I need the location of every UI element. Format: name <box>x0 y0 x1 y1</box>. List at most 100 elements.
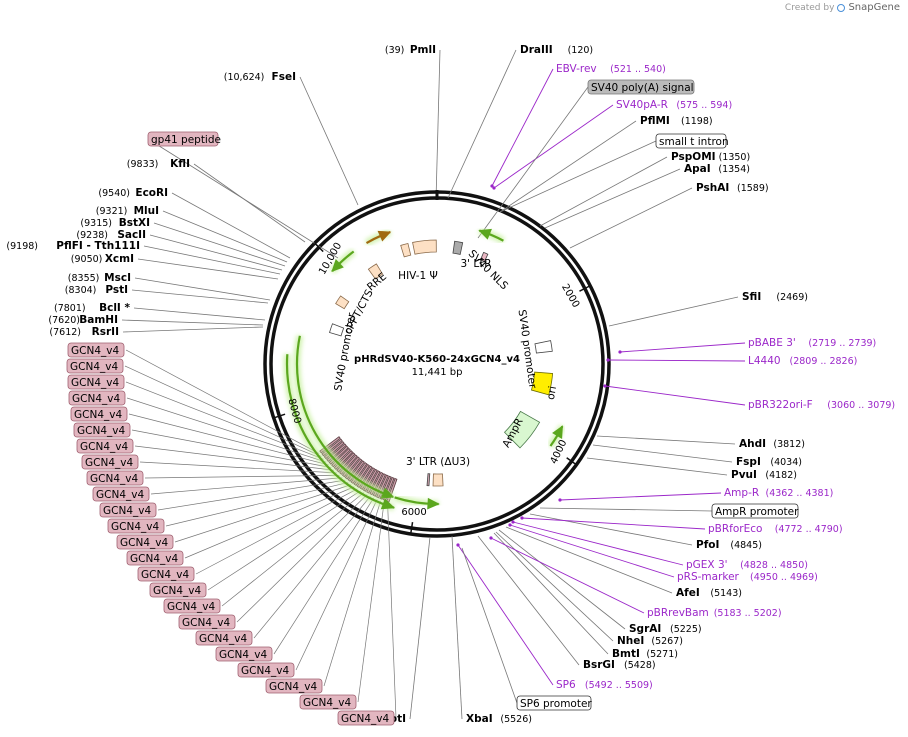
site-leader-line <box>451 535 463 720</box>
gcn4-leader-line <box>150 477 343 495</box>
gcn4-leader-line <box>207 490 361 591</box>
gcn4-feature-box <box>215 646 273 662</box>
gcn4-feature-label: GCN4_v4 <box>71 345 119 357</box>
site-name-label: PflFI - Tth111I <box>56 240 140 252</box>
primer-name-label: pBABE 3' <box>748 337 796 349</box>
primer-name-label: Amp-R <box>724 487 759 499</box>
site-name-label: MluI <box>134 205 159 217</box>
site-name-label: KflI <box>170 158 190 170</box>
gcn4-feature-box <box>178 614 236 630</box>
gcn4-feature-label: GCN4_v4 <box>85 457 133 469</box>
feature-leader-line <box>461 547 518 704</box>
site-name-label: PshAI <box>696 182 729 194</box>
site-position-label: (120) <box>568 45 594 56</box>
site-name-label: RsrII <box>92 326 119 338</box>
gcn4-feature-label: GCN4_v4 <box>96 489 144 501</box>
site-position-label: (1198) <box>681 116 713 127</box>
gcn4-leader-line <box>157 479 346 511</box>
feature-box-label: AmpR promoter <box>715 506 799 518</box>
gcn4-feature-box <box>66 358 124 374</box>
gcn4-feature-label: GCN4_v4 <box>241 665 289 677</box>
gcn4-leader-line <box>357 502 385 703</box>
gcn4-feature-label: GCN4_v4 <box>199 633 247 645</box>
gcn4-leader-line <box>236 494 368 623</box>
site-leader-line <box>596 435 736 445</box>
label-leader-lines <box>121 49 746 720</box>
primer-leader-line <box>493 104 614 189</box>
site-name-label: BclI * <box>99 302 130 314</box>
gcn4-leader-line <box>144 474 340 479</box>
outer-labels: PmlI(39)DraIII(120)FseI(10,624)KflI(9833… <box>6 44 895 726</box>
gcn4-feature-label: GCN4_v4 <box>111 521 159 533</box>
primer-site-marker <box>456 543 460 547</box>
site-position-label: (5143) <box>710 588 742 599</box>
ltr3-small-block <box>426 473 431 487</box>
feature-box <box>147 131 219 147</box>
site-leader-line <box>162 210 288 263</box>
site-leader-line <box>499 120 637 213</box>
site-position-label: (5428) <box>624 660 656 671</box>
gcn4-feature-box <box>116 534 174 550</box>
site-position-label: (9050) <box>71 254 103 265</box>
site-name-label: SacII <box>117 229 146 241</box>
orf-sv40-promoter-arrowhead <box>380 487 395 499</box>
primer-site-marker <box>492 186 496 190</box>
primer-range-label: (2719 .. 2739) <box>808 338 876 349</box>
site-leader-line <box>171 192 291 259</box>
gcn4-feature-label: GCN4_v4 <box>90 473 138 485</box>
site-name-label: BamHI <box>79 314 118 326</box>
primer-leader-line <box>559 492 722 501</box>
ampr-block <box>503 410 541 449</box>
gcn4-leader-line <box>323 500 381 687</box>
primer-site-marker <box>520 516 524 520</box>
feature-box <box>711 503 799 519</box>
feature-box <box>516 695 592 711</box>
gray-block <box>452 240 464 255</box>
primer-range-label: (5492 .. 5509) <box>585 680 653 691</box>
gcn4-leader-line <box>221 492 365 607</box>
orf-right-arrowhead <box>552 425 563 439</box>
gcn4-feature-box <box>70 406 128 422</box>
credit-brand: SnapGene <box>848 2 900 13</box>
primer-leader-line <box>521 517 706 530</box>
site-leader-line <box>122 326 264 333</box>
primer-site-marker <box>606 358 610 362</box>
site-position-label: (39) <box>385 45 405 56</box>
primer-leader-line <box>604 385 746 406</box>
site-leader-line <box>586 457 728 476</box>
inner-feature-label: ori <box>545 385 559 401</box>
primer-site-marker <box>511 520 515 524</box>
site-name-label: PmlI <box>410 44 436 56</box>
orf-bottom-arrowhead <box>427 497 440 510</box>
site-position-label: (7612) <box>49 327 81 338</box>
gcn4-feature-label: GCN4_v4 <box>269 681 317 693</box>
orf-left-arrowhead <box>331 259 344 273</box>
orf-gcn4-arrowhead <box>380 498 396 510</box>
primer-site-marker <box>603 384 607 388</box>
primer-leader-line <box>512 521 684 566</box>
site-position-label: (3812) <box>773 439 805 450</box>
primer-name-label: EBV-rev <box>556 63 597 75</box>
primer-name-label: SP6 <box>556 679 576 691</box>
gcn4-feature-label: GCN4_v4 <box>72 393 120 405</box>
gcn4-feature-box <box>126 550 184 566</box>
rre-block <box>367 263 384 280</box>
site-position-label: (9540) <box>98 188 130 199</box>
ltr5-block <box>412 239 437 255</box>
gcn4-leader-line <box>124 365 322 457</box>
gcn4-feature-label: GCN4_v4 <box>130 553 178 565</box>
snapgene-logo-icon <box>837 3 846 12</box>
feature-leader-line <box>477 86 589 239</box>
site-position-label: (9833) <box>127 159 159 170</box>
gcn4-feature-label: GCN4_v4 <box>77 425 125 437</box>
site-leader-line <box>409 536 431 720</box>
feature-box <box>655 133 727 149</box>
primer-leader-line <box>607 359 746 362</box>
gcn4-leader-line <box>125 349 320 454</box>
site-position-label: (5271) <box>646 649 678 660</box>
feature-leader-line <box>539 507 713 512</box>
site-leader-line <box>493 532 609 655</box>
tick-label: 6000 <box>401 507 426 518</box>
gcn4-feature-label: GCN4_v4 <box>182 617 230 629</box>
